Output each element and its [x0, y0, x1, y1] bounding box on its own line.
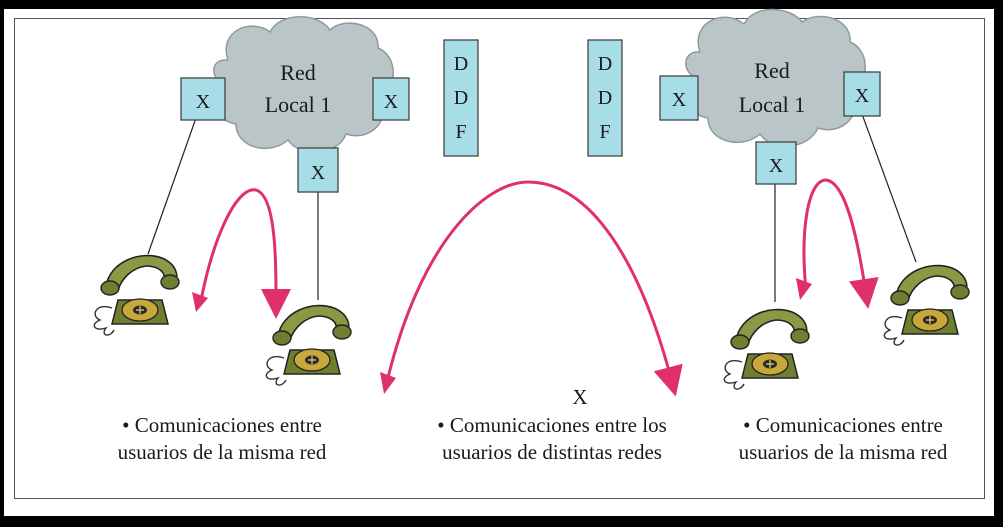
center-switch-label: X	[572, 385, 587, 409]
switch-node-left-3: X	[297, 147, 339, 193]
phone-icon-right-1	[723, 308, 810, 390]
arrow-between-networks	[384, 180, 683, 397]
caption-right-line1: • Comunicaciones entre	[743, 413, 943, 437]
ddf-box-right: D D F	[587, 39, 623, 157]
switch-label: X	[196, 91, 211, 113]
caption-center-line2: usuarios de distintas redes	[442, 440, 662, 464]
caption-right-line2: usuarios de la misma red	[738, 440, 948, 464]
switch-node-right-3: X	[755, 141, 797, 185]
caption-left: • Comunicaciones entre usuarios de la mi…	[104, 412, 340, 466]
ddf-box-left: D D F	[443, 39, 479, 157]
ddf-letter: D	[598, 87, 612, 109]
caption-right: • Comunicaciones entre usuarios de la mi…	[718, 412, 968, 466]
diagram-border	[14, 18, 985, 499]
switch-label: X	[672, 89, 687, 111]
switch-node-right-1: X	[659, 75, 699, 121]
ddf-letter: D	[454, 53, 468, 75]
phone-icon-right-2	[883, 264, 970, 346]
phone-icon-left-2	[265, 304, 352, 386]
switch-label: X	[311, 162, 326, 184]
switch-label: X	[384, 91, 399, 113]
network-right-name-line2: Local 1	[739, 92, 806, 117]
switch-label: X	[769, 155, 784, 177]
call-arrows	[198, 178, 879, 397]
ddf-letter: D	[598, 53, 612, 75]
connection-lines	[147, 113, 917, 302]
caption-left-line2: usuarios de la misma red	[117, 440, 327, 464]
arrow-left-same-network	[198, 188, 291, 319]
ddf-letter: F	[455, 121, 466, 143]
network-right-name-line1: Red	[754, 58, 789, 83]
switch-node-left-2: X	[372, 77, 410, 121]
network-left-name-line2: Local 1	[265, 92, 332, 117]
network-left-name-line1: Red	[280, 60, 315, 85]
switch-node-left-1: X	[180, 77, 226, 121]
caption-center: • Comunicaciones entre los usuarios de d…	[418, 412, 686, 466]
switch-label: X	[855, 85, 870, 107]
caption-center-line1: • Comunicaciones entre los	[437, 413, 667, 437]
arrow-right-same-network	[802, 178, 879, 309]
ddf-letter: D	[454, 87, 468, 109]
caption-left-line1: • Comunicaciones entre	[122, 413, 322, 437]
arrowheads	[192, 278, 812, 394]
phone-icon-left-1	[93, 254, 180, 336]
switch-node-right-2: X	[843, 71, 881, 117]
ddf-letter: F	[599, 121, 610, 143]
